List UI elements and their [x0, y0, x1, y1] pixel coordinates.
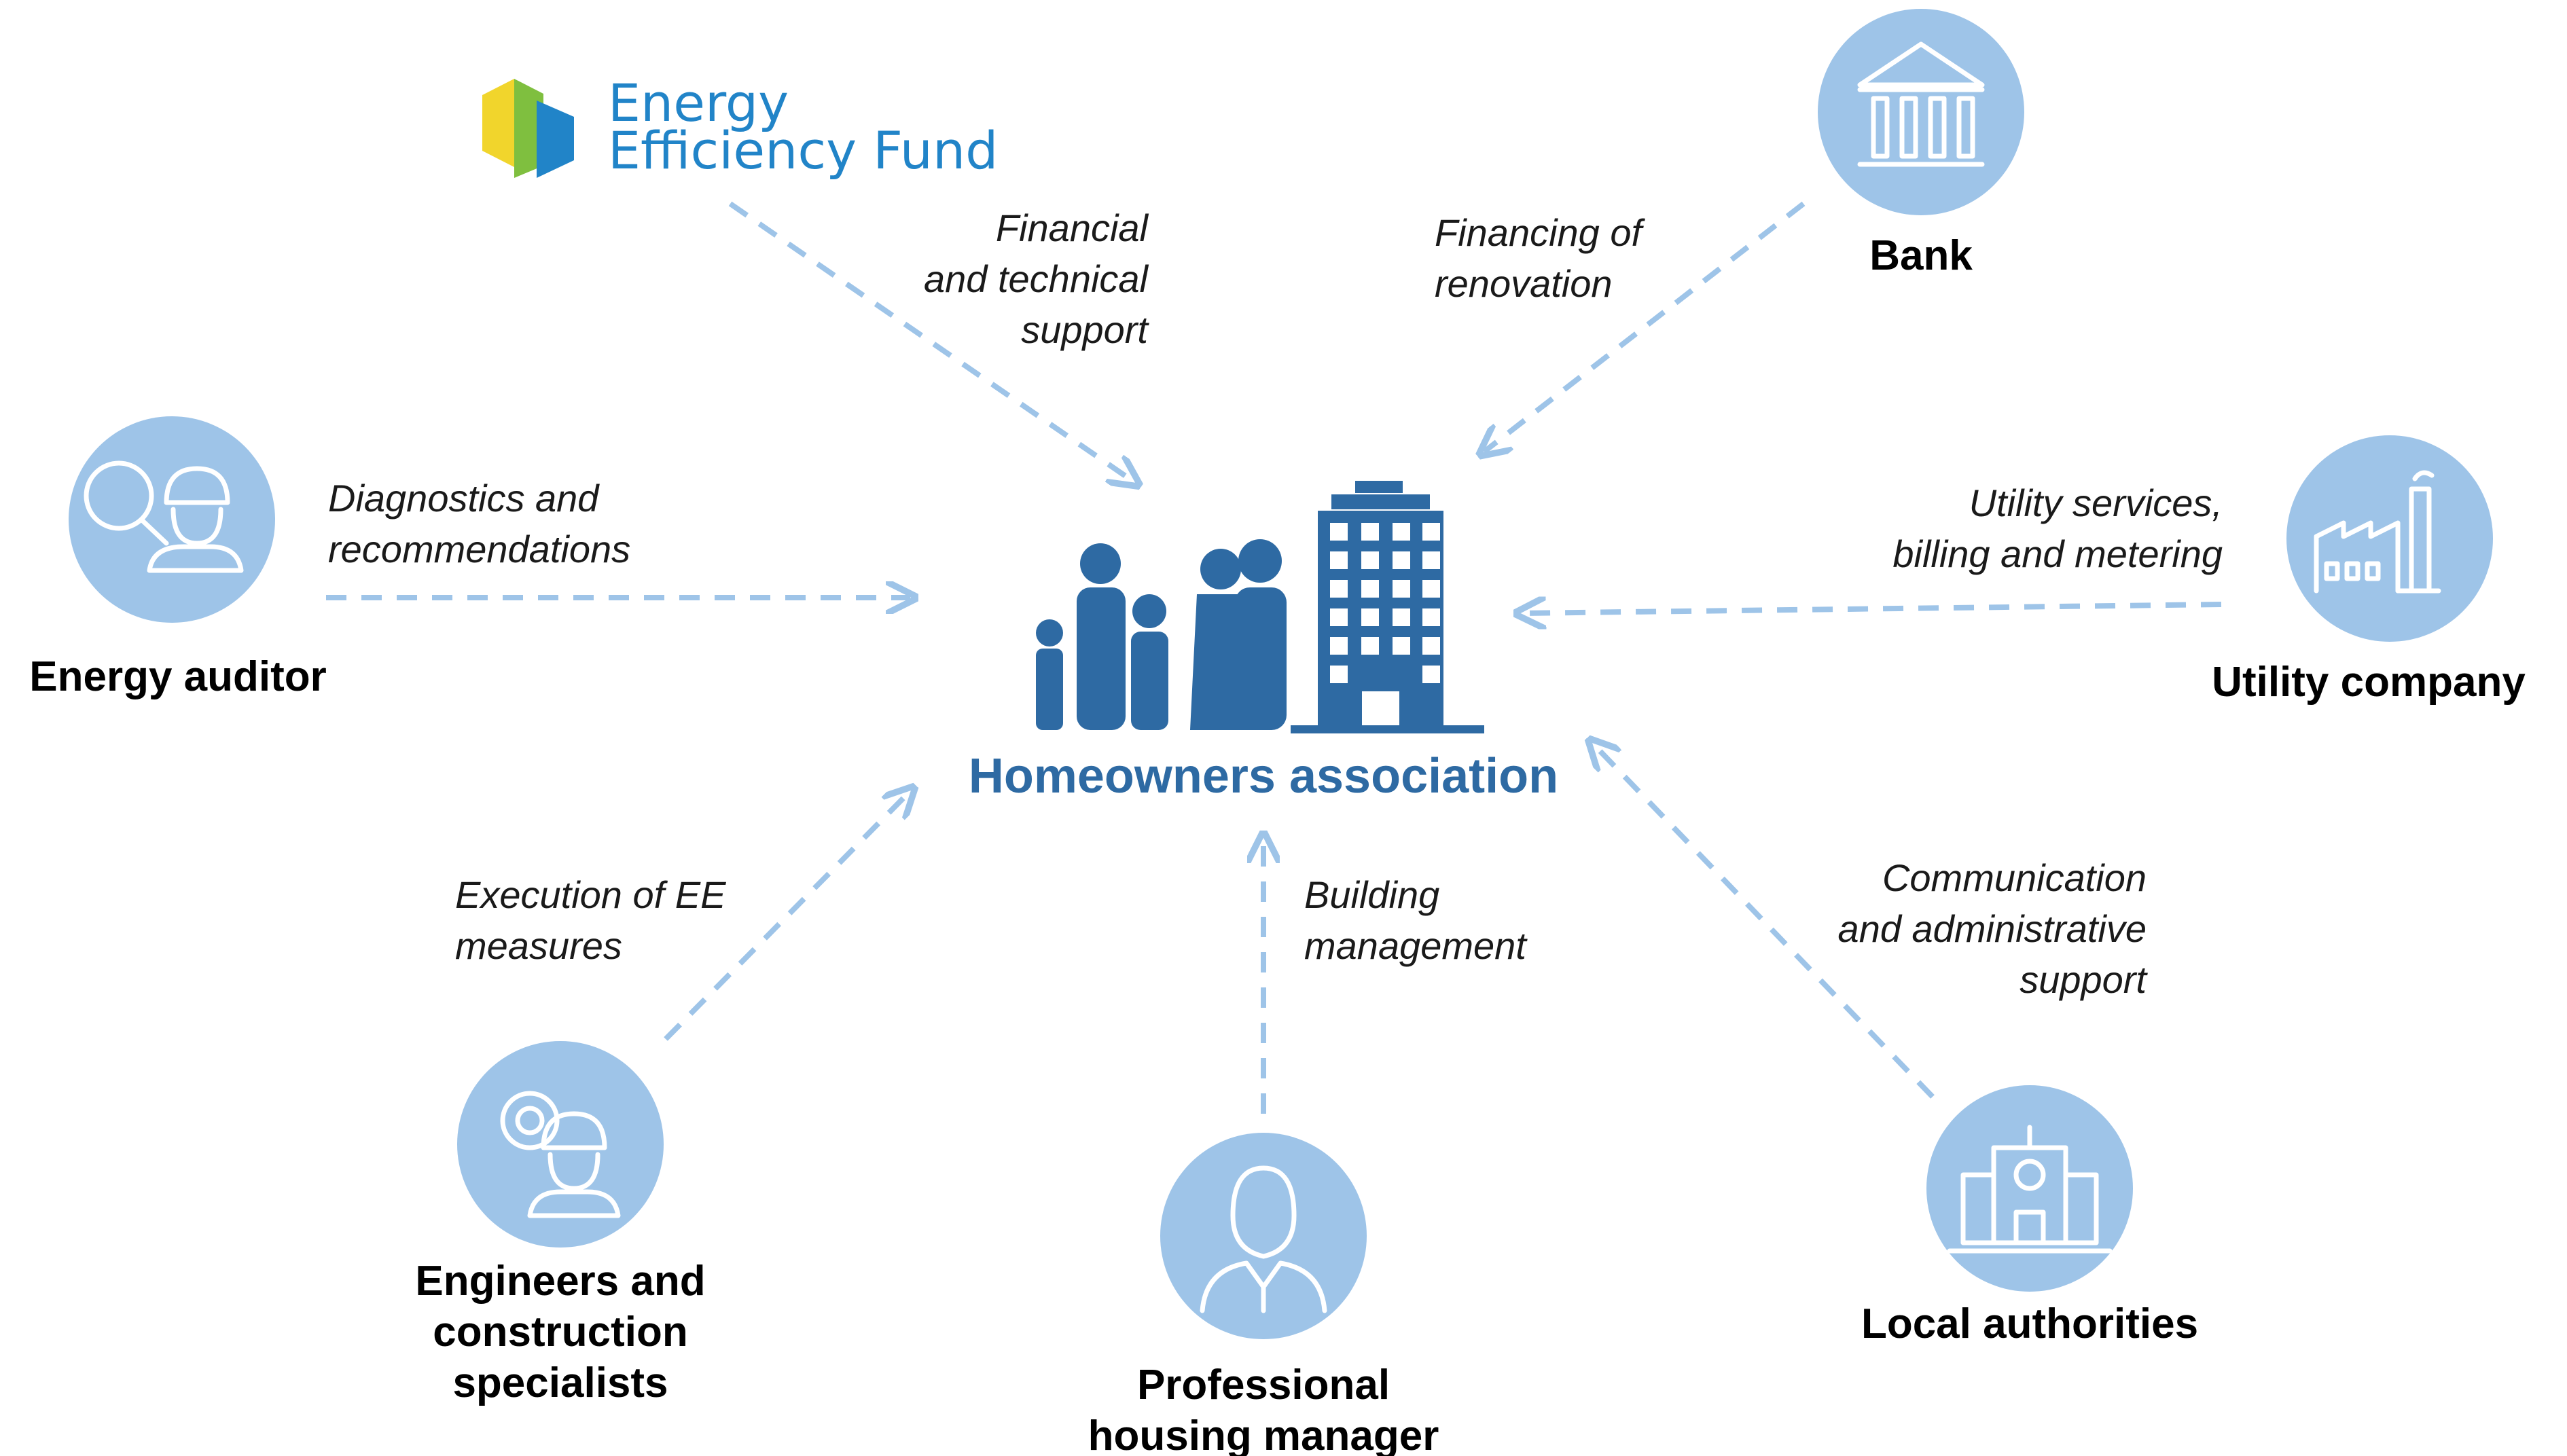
engineers-label-line-2: construction [433, 1309, 687, 1355]
building-window [1330, 608, 1348, 626]
building-window [1330, 637, 1348, 655]
arrow-bank [1484, 201, 1806, 452]
engineer-gear-icon [500, 1091, 621, 1218]
logo-line-1: Energy [608, 73, 789, 133]
building-window [1361, 608, 1379, 626]
building-window [1361, 580, 1379, 598]
building-window [1393, 608, 1410, 626]
building-window [1330, 551, 1348, 569]
authorities-edge-label-line-3: support [2020, 958, 2148, 1001]
building-window [1330, 523, 1348, 541]
manager-edge-label-line-1: Building [1304, 873, 1439, 916]
building-window [1393, 523, 1410, 541]
engineers-label-line-3: specialists [452, 1360, 668, 1406]
node-housing-manager: Professional housing manager [1088, 1133, 1439, 1456]
building-window [1330, 580, 1348, 598]
building-icon [1291, 481, 1484, 733]
node-local-authorities: Local authorities [1861, 1085, 2198, 1347]
utility-company-label: Utility company [2212, 659, 2526, 706]
local-authorities-label: Local authorities [1861, 1300, 2198, 1347]
authorities-edge-label-line-1: Communication [1882, 856, 2147, 899]
edge-labels: Financial and technical support Financin… [328, 206, 2223, 1001]
bank-edge-label-line-2: renovation [1435, 262, 1613, 305]
housing-manager-label-line-1: Professional [1137, 1362, 1390, 1408]
building-window [1422, 523, 1440, 541]
logo-mark-icon [482, 79, 574, 178]
arrow-authorities [1593, 744, 1935, 1099]
bank-label: Bank [1869, 232, 1973, 279]
building-window [1393, 637, 1410, 655]
fund-edge-label-line-3: support [1021, 308, 1149, 351]
energy-efficiency-fund-logo: Energy Efficiency Fund [482, 73, 998, 181]
auditor-icon [84, 460, 244, 573]
manager-edge-label-line-2: management [1304, 924, 1528, 967]
node-bank: Bank [1818, 9, 2024, 279]
auditor-edge-label-line-2: recommendations [328, 528, 630, 570]
utility-edge-label-line-2: billing and metering [1892, 532, 2223, 575]
logo-line-2: Efficiency Fund [608, 120, 998, 181]
building-window [1422, 580, 1440, 598]
arrow-utility [1522, 604, 2222, 613]
building-window [1422, 666, 1440, 683]
factory-icon [2314, 470, 2441, 594]
auditor-edge-label-line-1: Diagnostics and [328, 477, 600, 520]
homeowners-association-label: Homeowners association [969, 749, 1558, 803]
fund-edge-label-line-1: Financial [996, 206, 1149, 249]
building-window [1361, 637, 1379, 655]
authorities-edge-label-line-2: and administrative [1838, 907, 2147, 950]
bank-edge-label-line-1: Financing of [1435, 211, 1646, 254]
fund-edge-label-line-2: and technical [924, 257, 1149, 300]
building-window [1361, 551, 1379, 569]
building-window [1330, 666, 1348, 683]
node-energy-auditor: Energy auditor [29, 416, 327, 700]
family-icon [1036, 539, 1287, 730]
building-window [1422, 551, 1440, 569]
city-hall-icon [1947, 1125, 2113, 1254]
arrows [326, 201, 2222, 1114]
building-window [1422, 637, 1440, 655]
arrow-engineers [664, 791, 910, 1041]
node-homeowners-association: Homeowners association [969, 481, 1558, 803]
engineers-edge-label-line-1: Execution of EE [455, 873, 726, 916]
manager-icon [1200, 1165, 1327, 1313]
node-utility-company: Utility company [2212, 435, 2526, 706]
building-window [1393, 551, 1410, 569]
building-window [1393, 580, 1410, 598]
bank-icon [1857, 41, 1985, 167]
arrow-fund [728, 201, 1134, 482]
engineers-label-line-1: Engineers and [415, 1258, 705, 1305]
building-window [1422, 608, 1440, 626]
engineers-edge-label-line-2: measures [455, 924, 622, 967]
node-engineers: Engineers and construction specialists [415, 1041, 706, 1406]
utility-edge-label-line-1: Utility services, [1969, 481, 2223, 524]
energy-auditor-label: Energy auditor [29, 653, 327, 700]
building-window [1361, 523, 1379, 541]
housing-manager-label-line-2: housing manager [1088, 1413, 1439, 1456]
